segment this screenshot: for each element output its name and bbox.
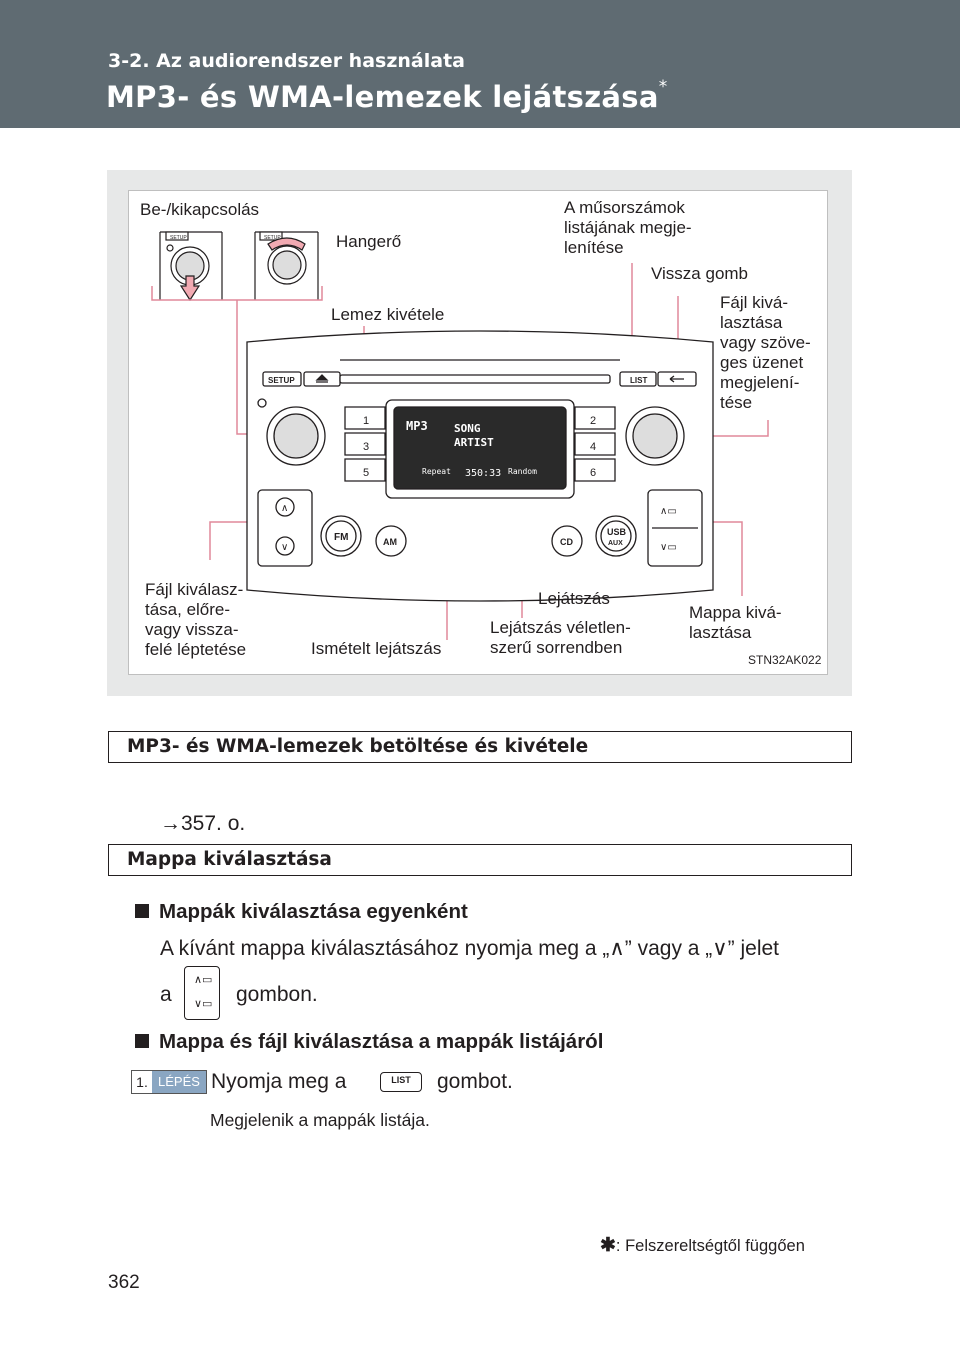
label-eject: Lemez kivétele [331,305,445,324]
step-text-pre: Nyomja meg a [211,1070,347,1093]
label-back: Vissza gomb [651,264,749,283]
section-box-folder: Mappa kiválasztása [108,844,852,876]
svg-text:∨▭: ∨▭ [660,542,677,553]
display-time: 350:33 [465,468,501,479]
preset-2: 2 [590,415,596,427]
step-note: Megjelenik a mappák listája. [210,1110,430,1130]
label-power: Be-/kikapcsolás [140,200,260,219]
page-number: 362 [108,1272,140,1293]
folder-up-down-button-icon: ∧▭ ∨▭ [184,966,220,1020]
instruction-text-gombon: gombon. [236,983,318,1006]
page-title: MP3- és WMA-lemezek lejátszása* [106,77,668,114]
label-file-step: Fájl kiválasz-tása, előre-vagy vissza-fe… [145,580,247,659]
volume-knob-detail: SETUP [254,231,319,300]
step-number: 1. [136,1074,148,1090]
preset-5: 5 [363,467,369,479]
bullet-one-by-one: Mappák kiválasztása egyenként [135,900,468,924]
title-asterisk: * [658,77,668,98]
bullet-square-icon [135,1034,149,1048]
preset-1: 1 [363,415,369,427]
am-button-label: AM [383,537,397,547]
instruction-text: A kívánt mappa kiválasztásához nyomja me… [160,937,780,960]
display-artist: ARTIST [454,436,494,449]
display-repeat: Repeat [422,467,451,476]
label-play: Lejátszás [538,589,610,608]
figure-code: STN32AK022 [748,653,822,667]
section-title-folder: Mappa kiválasztása [127,849,332,870]
instruction-text-a: a [160,983,172,1006]
preset-6: 6 [590,467,596,479]
setup-button-label: SETUP [268,376,295,385]
section-title-load: MP3- és WMA-lemezek betöltése és kivétel… [127,736,589,757]
preset-4: 4 [590,441,596,453]
label-volume: Hangerő [336,232,402,251]
preset-3: 3 [363,441,369,453]
list-button-icon: LIST [380,1072,422,1092]
fm-button-label: FM [334,532,348,543]
list-button-label: LIST [630,376,647,385]
aux-button-label: AUX [608,540,623,547]
bullet-from-list-text: Mappa és fájl kiválasztása a mappák list… [159,1030,604,1053]
bullet-square-icon [135,904,149,918]
usb-button-label: USB [607,527,627,537]
display-song: SONG [454,422,481,435]
step-word: LÉPÉS [152,1071,206,1093]
footnote-asterisk-icon: ✱ [600,1235,616,1256]
bullet-one-by-one-text: Mappák kiválasztása egyenként [159,900,468,923]
label-folder: Mappa kivá-lasztása [689,603,782,642]
svg-text:∧▭: ∧▭ [660,506,677,517]
step-badge: 1. LÉPÉS [131,1070,207,1094]
audio-unit-body [246,330,714,602]
label-repeat: Ismételt lejátszás [311,639,442,658]
svg-text:SETUP: SETUP [264,235,281,241]
cd-button-label: CD [560,537,573,547]
footnote-text: : Felszereltségtől függően [615,1237,805,1255]
power-knob-detail: SETUP [159,231,223,302]
svg-text:∨: ∨ [281,542,288,553]
page-title-text: MP3- és WMA-lemezek lejátszása [106,80,659,114]
display-random: Random [508,467,537,476]
section-box-load: MP3- és WMA-lemezek betöltése és kivétel… [108,731,852,763]
bullet-from-list: Mappa és fájl kiválasztása a mappák list… [135,1030,603,1054]
step-text-post: gombot. [437,1070,513,1093]
svg-text:∧: ∧ [281,503,288,514]
footnote: ✱: Felszereltségtől függően [600,1234,805,1257]
page-reference: →357. o. [160,812,246,835]
display-mp3: MP3 [406,419,428,433]
section-heading: 3-2. Az audiorendszer használata [108,50,465,72]
page-header: 3-2. Az audiorendszer használata MP3- és… [0,0,960,128]
label-random: Lejátszás véletlen-szerű sorrendben [490,618,631,657]
svg-text:SETUP: SETUP [170,235,187,241]
